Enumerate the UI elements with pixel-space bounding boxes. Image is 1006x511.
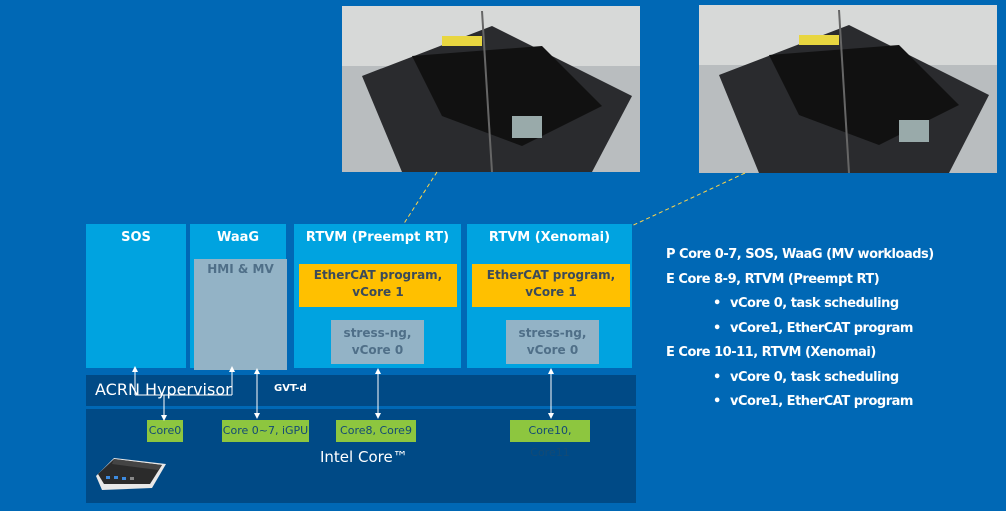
connector-line-xenomai [549,172,746,265]
machine-photo-1-image [342,6,640,172]
machine-photo-1 [342,6,640,172]
legend-bullet-icon: • [713,321,721,336]
vm-rtvm-xenomai-title: RTVM (Xenomai) [488,230,611,245]
edge-device-icon [96,458,166,490]
hypervisor-layer: ACRN Hypervisor GVT-d [86,375,636,406]
legend-line-4: vCore1, EtherCAT program [730,321,913,336]
legend-bullet-icon: • [713,370,721,385]
arrow-sos-waag-core0 [132,366,235,421]
xenomai-ethercat-line1: EtherCAT program, [486,268,616,282]
xenomai-stress-line1: stress-ng, [518,326,587,340]
legend-line-1: P Core 0-7, SOS, WaaG (MV workloads) [666,247,934,262]
preempt-stress-box: stress-ng, vCore 0 [331,320,424,364]
legend-bullet-icon: • [713,394,721,409]
vm-waag: WaaG HMI & MV [190,224,287,370]
xenomai-stress-line2: vCore 0 [526,343,579,357]
legend-line-5: E Core 10-11, RTVM (Xenomai) [666,345,876,360]
legend-line-6: vCore 0, task scheduling [730,370,899,385]
hypervisor-label: ACRN Hypervisor [95,380,232,399]
preempt-ethercat-line1: EtherCAT program, [313,268,443,282]
legend-line-7: vCore1, EtherCAT program [730,394,913,409]
xenomai-stress-box: stress-ng, vCore 0 [506,320,599,364]
preempt-ethercat-box: EtherCAT program, vCore 1 [299,264,457,307]
hardware-layer: Core0 Core 0~7, iGPU Core8, Core9 Core10… [86,409,636,503]
machine-photo-2-image [699,5,997,173]
core-box-core10-11: Core10, Core11 [510,420,590,459]
gvt-label: GVT-d [274,383,307,394]
core-box-core0: Core0 [147,420,183,442]
vm-sos: SOS [86,224,186,368]
preempt-ethercat-line2: vCore 1 [352,285,404,299]
waag-workload-label: HMI & MV [207,262,274,276]
xenomai-ethercat-box: EtherCAT program, vCore 1 [472,264,630,307]
xenomai-ethercat-line2: vCore 1 [525,285,577,299]
legend-line-3: vCore 0, task scheduling [730,296,899,311]
intel-core-label: Intel Core™ [320,448,408,466]
vm-rtvm-preempt-title: RTVM (Preempt RT) [305,230,450,245]
vm-rtvm-xenomai: RTVM (Xenomai) EtherCAT program, vCore 1… [467,224,632,368]
core-box-core8-9: Core8, Core9 [336,420,416,442]
preempt-stress-line1: stress-ng, [343,326,412,340]
vm-sos-title: SOS [121,230,151,245]
legend-line-2: E Core 8-9, RTVM (Preempt RT) [666,272,880,287]
waag-workload-box: HMI & MV [194,259,287,370]
legend-bullet-icon: • [713,296,721,311]
machine-photo-2 [699,5,997,173]
vm-waag-title: WaaG [216,230,260,245]
preempt-stress-line2: vCore 0 [351,343,404,357]
vm-rtvm-preempt: RTVM (Preempt RT) EtherCAT program, vCor… [294,224,461,368]
core-box-core0-7-igpu: Core 0~7, iGPU [222,420,309,442]
